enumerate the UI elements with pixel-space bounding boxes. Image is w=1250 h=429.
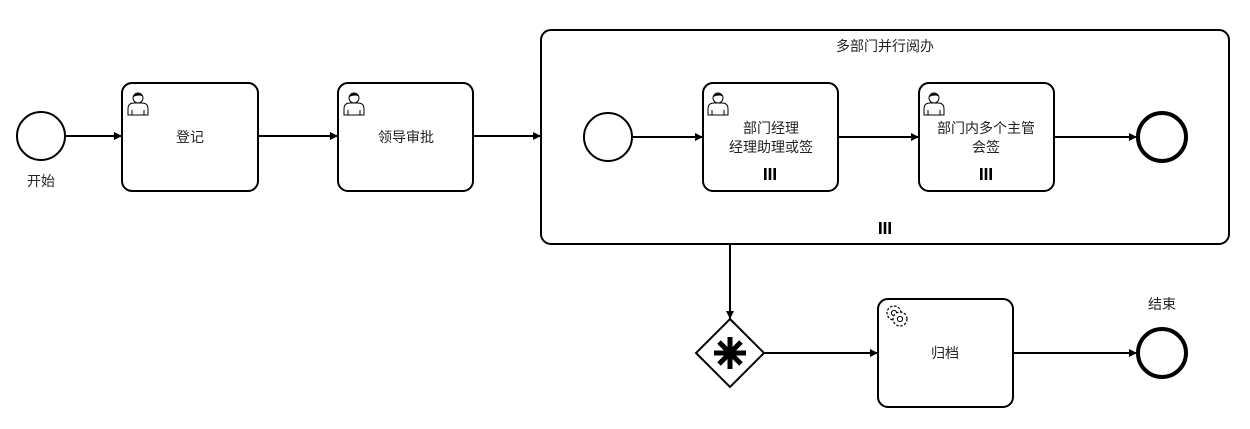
- parallel-multi-instance-marker: [764, 168, 776, 180]
- task-dept-manager-line1: 部门经理: [743, 121, 799, 137]
- start-event[interactable]: [16, 111, 66, 161]
- gear-icon: [886, 305, 908, 327]
- task-archive-label: 归档: [931, 345, 959, 362]
- start-event-label: 开始: [27, 174, 55, 190]
- subprocess-title: 多部门并行阅办: [836, 38, 934, 55]
- complex-gateway[interactable]: [694, 317, 766, 389]
- end-event-label: 结束: [1148, 297, 1176, 313]
- parallel-multi-instance-marker: [879, 222, 891, 234]
- subprocess-end-event[interactable]: [1136, 111, 1188, 163]
- task-dept-manager[interactable]: 部门经理 经理助理或签: [702, 82, 839, 192]
- task-dept-supervisors-line1: 部门内多个主管: [937, 120, 1035, 137]
- task-dept-supervisors-line2: 会签: [972, 139, 1000, 156]
- task-leader-approve-label: 领导审批: [378, 130, 434, 146]
- task-dept-supervisors[interactable]: 部门内多个主管 会签: [918, 82, 1055, 192]
- task-archive[interactable]: 归档: [877, 298, 1014, 408]
- parallel-multi-instance-marker: [980, 168, 992, 180]
- task-register-label: 登记: [176, 130, 204, 146]
- task-dept-manager-line2: 经理助理或签: [729, 139, 813, 156]
- task-leader-approve[interactable]: 领导审批: [337, 82, 474, 192]
- task-register[interactable]: 登记: [121, 82, 259, 192]
- asterisk-icon: [714, 337, 746, 369]
- end-event[interactable]: [1136, 327, 1188, 379]
- subprocess-start-event[interactable]: [583, 112, 633, 162]
